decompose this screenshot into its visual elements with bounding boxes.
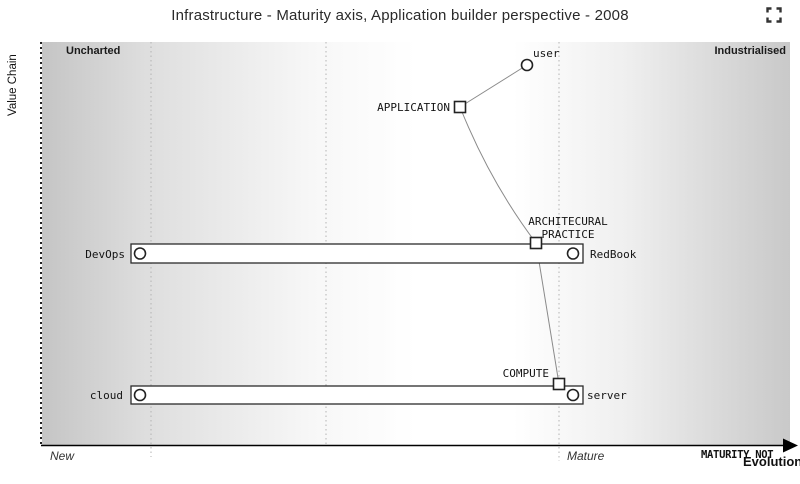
pipeline-devops-left-node[interactable] bbox=[133, 247, 147, 260]
node-user[interactable] bbox=[520, 58, 534, 72]
fullscreen-icon bbox=[766, 6, 782, 23]
pipeline-cloud-right-label: server bbox=[587, 389, 627, 402]
node-compute-label: COMPUTE bbox=[503, 367, 549, 380]
label-mature: Mature bbox=[567, 449, 605, 463]
node-application[interactable] bbox=[453, 100, 467, 114]
links-group bbox=[459, 64, 560, 385]
pipelines-group: DevOps RedBook cloud server bbox=[85, 243, 637, 405]
evolution-arrow-icon bbox=[783, 438, 798, 453]
pipeline-cloud-right-node[interactable] bbox=[566, 388, 580, 402]
pipeline-cloud-label: cloud bbox=[90, 389, 123, 402]
maturity-not-overlay-label: MATURITY NOT bbox=[701, 449, 774, 461]
pipeline-devops[interactable] bbox=[130, 243, 584, 264]
pipeline-devops-right-label: RedBook bbox=[590, 248, 637, 261]
pipeline-devops-label: DevOps bbox=[85, 248, 125, 261]
link-architecural-practice-to-compute bbox=[535, 242, 560, 385]
label-industrialised: Industrialised bbox=[714, 45, 786, 57]
value-chain-axis-label: Value Chain bbox=[7, 54, 19, 116]
node-architecural-practice[interactable] bbox=[529, 236, 543, 250]
evolution-axis-label: Evolution bbox=[743, 454, 800, 469]
node-compute[interactable] bbox=[552, 377, 566, 391]
page-title: Infrastructure - Maturity axis, Applicat… bbox=[171, 7, 629, 24]
link-application-to-architecural-practice bbox=[459, 106, 537, 244]
pipeline-devops-right-node[interactable] bbox=[566, 247, 580, 260]
fullscreen-button[interactable] bbox=[764, 6, 784, 26]
pipeline-cloud[interactable] bbox=[130, 385, 584, 405]
node-architecural-practice-label: PRACTICE bbox=[542, 228, 595, 241]
node-user-label: user bbox=[533, 47, 560, 60]
node-application-label: APPLICATION bbox=[377, 101, 450, 114]
label-new: New bbox=[50, 449, 75, 463]
node-architecural-practice-label: ARCHITECURAL bbox=[528, 215, 608, 228]
pipeline-cloud-left-node[interactable] bbox=[133, 388, 147, 402]
label-uncharted: Uncharted bbox=[66, 45, 121, 57]
link-user-to-application bbox=[459, 64, 528, 108]
